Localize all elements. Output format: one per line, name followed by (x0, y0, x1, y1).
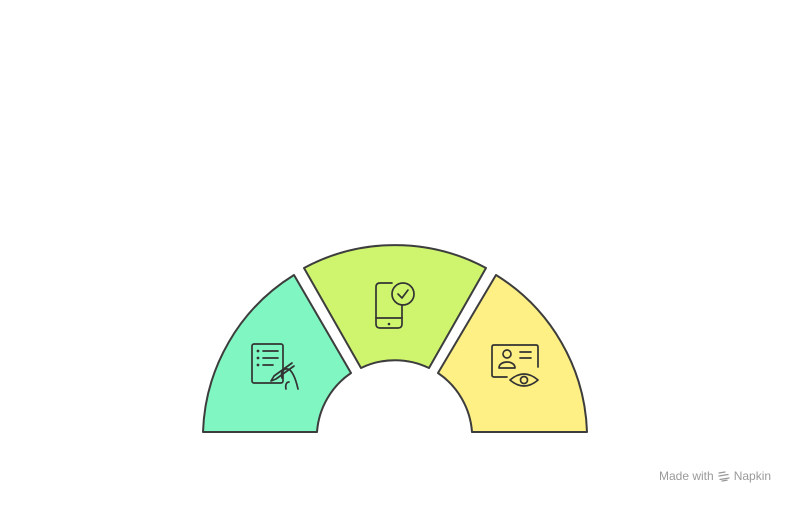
napkin-watermark[interactable]: Made with Napkin (659, 469, 771, 483)
segment-middle-shape (303, 244, 487, 369)
checklist-with-writing-hand-icon (251, 343, 299, 390)
segment-left[interactable] (202, 274, 352, 433)
segment-right-shape (437, 274, 588, 433)
segment-right[interactable] (437, 274, 588, 433)
napkin-brand-label: Napkin (733, 469, 772, 483)
segment-middle[interactable] (303, 244, 487, 369)
id-card-with-eye-icon (491, 344, 539, 387)
napkin-logo-icon (718, 470, 730, 482)
made-with-label: Made with (659, 469, 714, 483)
smartphone-with-checkmark-icon (375, 282, 415, 329)
segment-left-shape (202, 274, 352, 433)
